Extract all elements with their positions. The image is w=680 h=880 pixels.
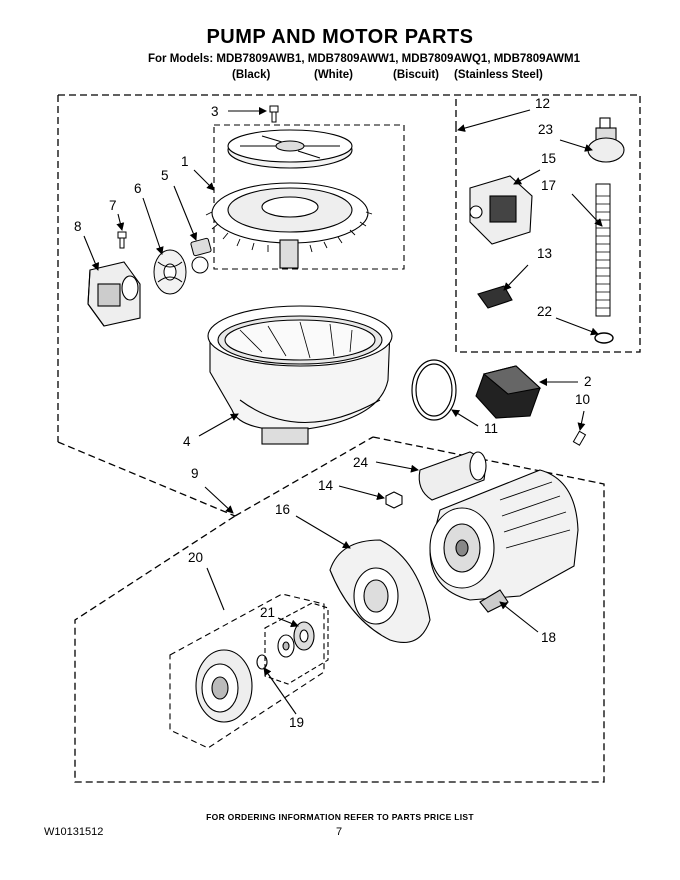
color-biscuit: (Biscuit) — [393, 69, 439, 81]
leader-lines — [83, 107, 603, 715]
part-19 — [256, 654, 268, 670]
part-7 — [117, 231, 127, 249]
color-white: (White) — [314, 69, 353, 81]
impeller-group-box — [213, 124, 405, 270]
callout-4: 4 — [183, 434, 191, 449]
page-title: PUMP AND MOTOR PARTS — [206, 26, 474, 48]
part-8 — [87, 261, 141, 327]
callout-11: 11 — [484, 421, 498, 436]
ordering-note: FOR ORDERING INFORMATION REFER TO PARTS … — [206, 812, 474, 822]
part-20 — [195, 649, 253, 723]
part-15 — [469, 175, 533, 245]
callout-13: 13 — [537, 246, 552, 261]
callout-21: 21 — [260, 605, 275, 620]
callout-23: 23 — [538, 122, 553, 137]
part-2 — [475, 365, 542, 419]
part-screw-3 — [269, 105, 279, 123]
callout-1: 1 — [181, 154, 189, 169]
callout-18: 18 — [541, 630, 556, 645]
page-number: 7 — [336, 826, 343, 838]
callout-15: 15 — [541, 151, 556, 166]
part-11 — [411, 359, 457, 421]
document-number: W10131512 — [44, 826, 104, 838]
part-10 — [572, 430, 587, 446]
part-16 — [329, 539, 431, 644]
callout-12: 12 — [535, 96, 550, 111]
callout-2: 2 — [584, 374, 592, 389]
part-5 — [190, 237, 212, 274]
color-black: (Black) — [232, 69, 271, 81]
part-14 — [385, 491, 403, 509]
part-24 — [418, 451, 487, 501]
part-22 — [594, 332, 614, 344]
callout-8: 8 — [74, 219, 82, 234]
callout-24: 24 — [353, 455, 369, 470]
motor-assembly-boundary — [74, 436, 605, 783]
callout-22: 22 — [537, 304, 552, 319]
part-17 — [595, 183, 611, 317]
callout-16: 16 — [275, 502, 290, 517]
callout-14: 14 — [318, 478, 334, 493]
part-4 — [207, 305, 393, 445]
part-impeller-base — [205, 182, 373, 269]
callout-7: 7 — [109, 198, 117, 213]
part-impeller-top — [227, 129, 353, 169]
callout-9: 9 — [191, 466, 199, 481]
outer-dashed-boundary — [58, 94, 641, 353]
part-23 — [587, 117, 625, 163]
callout-6: 6 — [134, 181, 142, 196]
callout-19: 19 — [289, 715, 304, 730]
part-6 — [153, 249, 187, 295]
color-stainless: (Stainless Steel) — [454, 69, 543, 81]
callout-5: 5 — [161, 168, 169, 183]
callout-labels: 3 1 5 6 7 8 4 9 12 23 15 17 13 22 2 10 1… — [74, 96, 592, 730]
callout-17: 17 — [541, 178, 556, 193]
models-line: For Models: MDB7809AWB1, MDB7809AWW1, MD… — [148, 53, 580, 65]
callout-20: 20 — [188, 550, 203, 565]
part-18 — [429, 469, 579, 613]
callout-10: 10 — [575, 392, 590, 407]
part-21 — [277, 621, 315, 658]
part-13 — [477, 285, 513, 309]
callout-3: 3 — [211, 104, 219, 119]
